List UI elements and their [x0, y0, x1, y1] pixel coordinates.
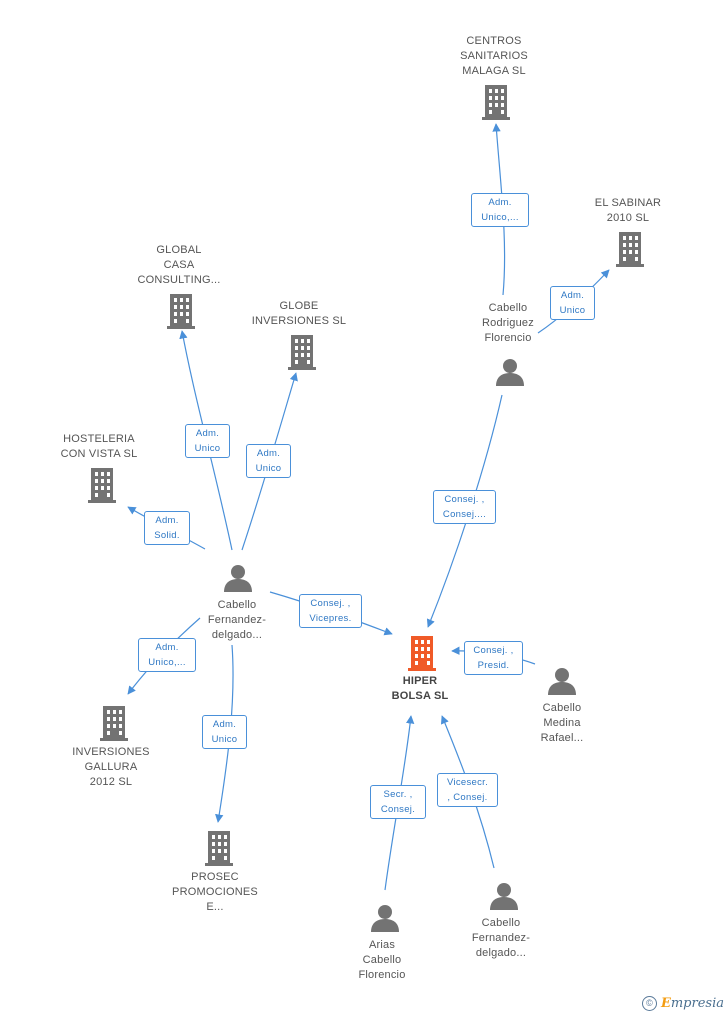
brand-logo[interactable]: Empresia [660, 996, 724, 1011]
building-icon [482, 85, 510, 120]
relation-label[interactable]: Adm. Unico [185, 424, 230, 458]
node-label: EL SABINAR 2010 SL [594, 197, 662, 224]
node-label: Arias Cabello Florencio [358, 939, 406, 981]
node-label: Cabello Rodriguez Florencio [482, 302, 534, 344]
node-label: Cabello Medina Rafael... [540, 702, 584, 744]
person-icon [490, 883, 518, 910]
footer-brand: © Empresia [641, 996, 724, 1011]
node-label: Cabello Fernandez- delgado... [471, 917, 531, 959]
relation-label[interactable]: Secr. , Consej. [370, 785, 426, 819]
relation-label[interactable]: Vicesecr. , Consej. [437, 773, 498, 807]
copyright-icon: © [641, 996, 657, 1011]
building-icon [288, 335, 316, 370]
relation-label[interactable]: Adm. Unico [550, 286, 595, 320]
node-label: HOSTELERIA CON VISTA SL [60, 433, 138, 460]
node-label: GLOBAL CASA CONSULTING... [137, 244, 221, 286]
relation-label[interactable]: Consej. , Vicepres. [299, 594, 362, 628]
person-icon [548, 668, 576, 695]
building-icon [205, 831, 233, 866]
person-icon [224, 565, 252, 592]
relation-label[interactable]: Adm. Unico,... [138, 638, 196, 672]
building-icon-main [408, 636, 436, 671]
person-icon [371, 905, 399, 932]
node-label-main: HIPER BOLSA SL [391, 675, 449, 702]
building-icon [167, 294, 195, 329]
node-label: INVERSIONES GALLURA 2012 SL [72, 746, 150, 788]
relation-label[interactable]: Adm. Unico,... [471, 193, 529, 227]
building-icon [616, 232, 644, 267]
node-label: GLOBE INVERSIONES SL [251, 300, 347, 327]
building-icon [100, 706, 128, 741]
relation-label[interactable]: Adm. Unico [246, 444, 291, 478]
relation-label[interactable]: Consej. , Presid. [464, 641, 523, 675]
relation-label[interactable]: Adm. Solid. [144, 511, 190, 545]
person-icon [496, 359, 524, 386]
relation-label[interactable]: Consej. , Consej.... [433, 490, 496, 524]
node-label: CENTROS SANITARIOS MALAGA SL [460, 35, 528, 77]
building-icon [88, 468, 116, 503]
node-label: PROSEC PROMOCIONES E... [172, 871, 258, 913]
node-label: Cabello Fernandez- delgado... [207, 599, 267, 641]
relation-label[interactable]: Adm. Unico [202, 715, 247, 749]
